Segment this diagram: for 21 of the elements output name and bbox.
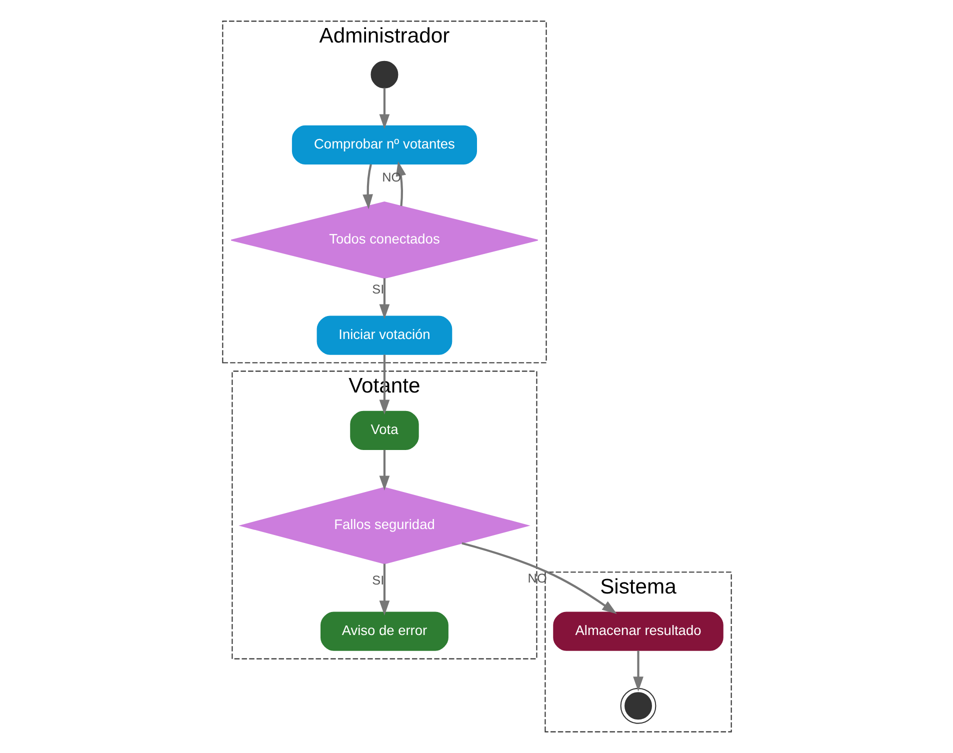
node-circle xyxy=(620,688,656,724)
edge-label: NO xyxy=(382,170,401,184)
arrow xyxy=(461,542,616,614)
node-box: Almacenar resultado xyxy=(552,612,723,651)
arrow xyxy=(378,450,390,491)
arrow xyxy=(378,564,390,616)
node-box: Comprobar nº votantes xyxy=(291,125,476,164)
node-box: Iniciar votación xyxy=(316,316,452,355)
arrow xyxy=(395,161,406,206)
node-box: Vota xyxy=(350,410,418,450)
edge-label: SI xyxy=(372,282,384,296)
node-diamond: Fallos seguridad xyxy=(238,486,530,564)
arrow xyxy=(378,354,390,415)
node-circle xyxy=(370,60,398,88)
arrow xyxy=(378,88,390,130)
arrow xyxy=(632,650,643,692)
node-diamond: Todos conectados xyxy=(230,201,538,279)
node-box: Aviso de error xyxy=(320,612,448,651)
edge-label: SI xyxy=(372,574,384,588)
arrow xyxy=(362,164,372,210)
arrow xyxy=(378,278,390,320)
